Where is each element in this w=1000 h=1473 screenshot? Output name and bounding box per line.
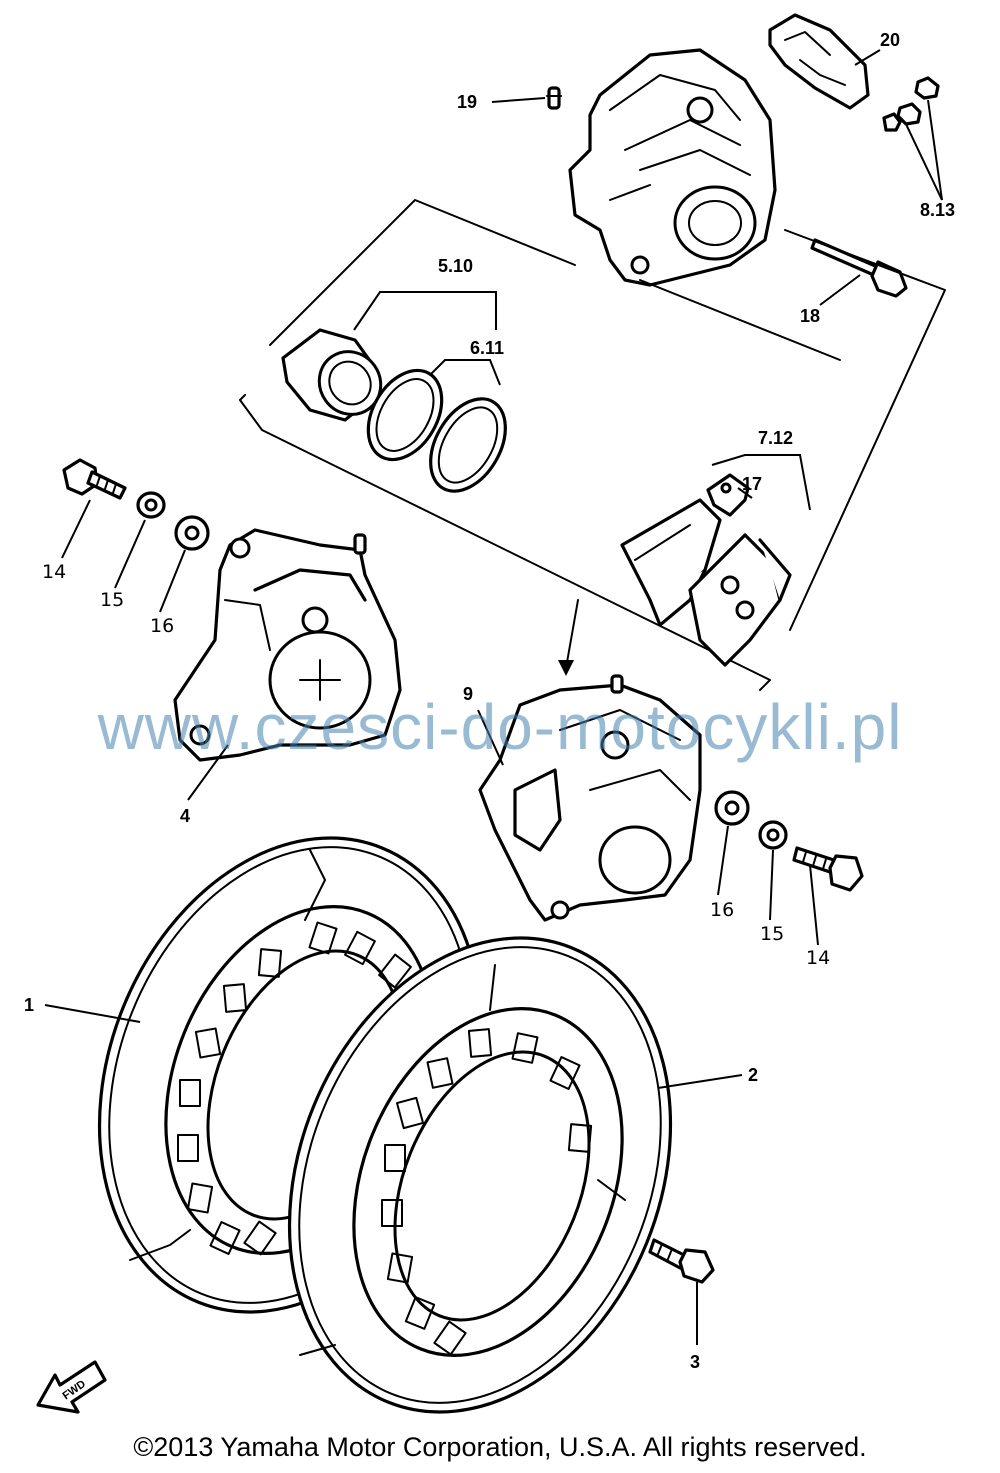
label-part-5-10: 5.10	[438, 256, 473, 276]
caliper-pin	[810, 238, 908, 298]
label-part-16-right: 16	[710, 899, 734, 921]
label-part-18: 18	[800, 306, 820, 326]
right-lock-washer	[758, 820, 788, 850]
assembly-arrow	[558, 599, 579, 676]
leader-lines	[44, 49, 943, 1345]
piston-seal-rings	[366, 368, 507, 493]
label-part-1: 1	[24, 995, 34, 1015]
caliper-piston	[281, 328, 383, 422]
label-part-16-left: 16	[150, 615, 174, 637]
label-part-7-12: 7.12	[758, 428, 793, 448]
right-caliper-bolt	[792, 846, 864, 892]
forward-direction-arrow	[36, 1360, 107, 1414]
label-part-14-right: 14	[806, 947, 830, 969]
label-part-6-11: 6.11	[470, 338, 504, 358]
label-part-14-left: 14	[42, 561, 66, 583]
label-part-20: 20	[880, 30, 900, 50]
copyright-notice: ©2013 Yamaha Motor Corporation, U.S.A. A…	[133, 1432, 867, 1462]
left-caliper-body	[173, 528, 402, 762]
label-part-19: 19	[457, 92, 477, 112]
lower-caliper-body	[478, 674, 702, 922]
brake-disc-right-slots	[381, 1028, 593, 1356]
label-part-17: 17	[742, 474, 762, 494]
right-flat-washer	[714, 790, 750, 826]
label-part-9: 9	[463, 684, 473, 704]
label-part-8-13: 8.13	[920, 200, 955, 220]
label-part-3: 3	[690, 1352, 700, 1372]
disc-bolt	[648, 1238, 715, 1284]
brake-disc-right	[287, 936, 673, 1414]
left-lock-washer	[136, 491, 166, 519]
label-part-2: 2	[748, 1065, 758, 1085]
parts-kit-outline	[239, 199, 946, 691]
left-caliper-bolt	[62, 458, 127, 500]
label-part-4: 4	[180, 806, 190, 826]
brake-disc-left-slots	[177, 921, 412, 1256]
left-flat-washer	[174, 515, 210, 551]
label-part-15-left: 15	[100, 589, 124, 611]
upper-caliper-body	[568, 48, 777, 287]
brake-pad-set	[620, 498, 792, 667]
bleed-screw	[546, 86, 562, 110]
label-part-15-right: 15	[760, 923, 784, 945]
pad-retaining-clip	[706, 473, 750, 517]
mounting-bolt-pair	[882, 76, 940, 132]
brake-disc-left	[97, 836, 483, 1314]
caliper-cover-plate	[768, 13, 870, 110]
